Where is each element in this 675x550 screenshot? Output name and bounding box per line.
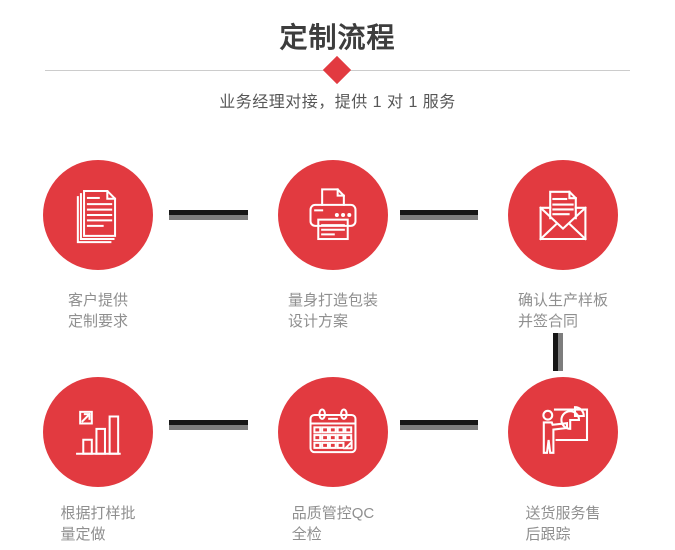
- page-title: 定制流程: [279, 22, 396, 53]
- diamond-accent: [322, 55, 352, 85]
- bar-chart-icon: [76, 410, 121, 455]
- step2-label-line2: 设计方案: [287, 313, 348, 330]
- step6-label-line1: 送货服务售: [525, 505, 601, 522]
- step5-label-line1: 品质管控QC: [291, 505, 375, 522]
- step5-label-line2: 全检: [291, 526, 322, 543]
- connector-step4-step5: [169, 420, 248, 430]
- step1-circle: [43, 160, 153, 270]
- step2-circle: [278, 160, 388, 270]
- step4-label: 根据打样批 量定做: [18, 503, 178, 545]
- connector-step5-step6: [400, 420, 478, 430]
- step2-label: 量身打造包装 设计方案: [253, 290, 413, 332]
- documents-icon: [76, 189, 117, 244]
- step2-label-line1: 量身打造包装: [287, 292, 378, 309]
- step1-label-line1: 客户提供: [67, 292, 128, 309]
- presentation-icon: [542, 406, 589, 454]
- step4-label-line1: 根据打样批: [60, 505, 136, 522]
- step6-circle: [508, 377, 618, 487]
- step1-label-line2: 定制要求: [67, 313, 128, 330]
- step4-label-line2: 量定做: [60, 526, 106, 543]
- step6-label-line2: 后跟踪: [525, 526, 571, 543]
- step3-label-line2: 并签合同: [517, 313, 578, 330]
- connector-step1-step2: [169, 210, 248, 220]
- step3-label: 确认生产样板 并签合同: [483, 290, 643, 332]
- step3-circle: [508, 160, 618, 270]
- envelope-icon: [539, 190, 587, 241]
- step6-label: 送货服务售 后跟踪: [483, 503, 643, 545]
- step3-label-line1: 确认生产样板: [517, 292, 608, 309]
- step1-label: 客户提供 定制要求: [18, 290, 178, 332]
- printer-icon: [309, 188, 357, 241]
- step5-label: 品质管控QC 全检: [253, 503, 413, 545]
- connector-step2-step3: [400, 210, 478, 220]
- calendar-icon: [309, 408, 357, 454]
- step5-circle: [278, 377, 388, 487]
- page-subtitle: 业务经理对接，提供 1 对 1 服务: [219, 94, 456, 111]
- step4-circle: [43, 377, 153, 487]
- connector-step3-step6: [553, 333, 563, 371]
